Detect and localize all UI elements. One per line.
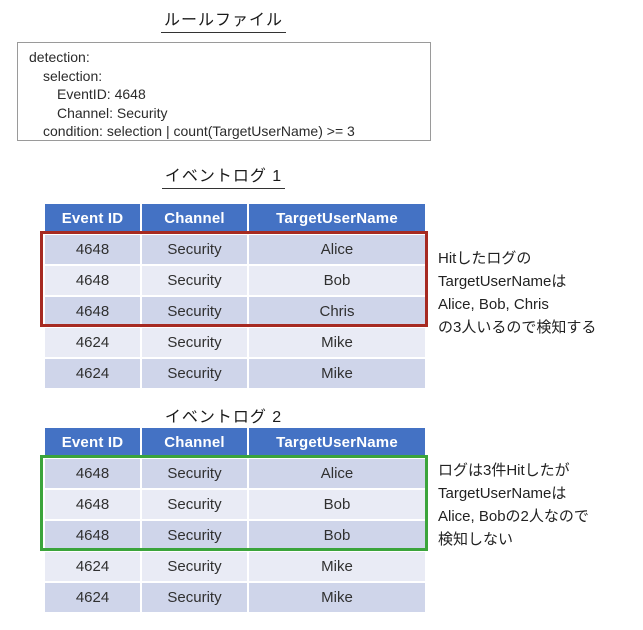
header-cell: TargetUserName bbox=[249, 428, 425, 457]
table-cell: 4648 bbox=[45, 490, 140, 519]
event-log-2-annotation: ログは3件Hitしたが TargetUserNameは Alice, Bobの2… bbox=[438, 459, 640, 551]
event-log-2-heading: イベントログ 2 bbox=[17, 403, 430, 430]
table-cell: Security bbox=[142, 490, 247, 519]
header-cell: Channel bbox=[142, 204, 247, 233]
table-cell: 4648 bbox=[45, 235, 140, 264]
header-cell: TargetUserName bbox=[249, 204, 425, 233]
table-cell: Mike bbox=[249, 583, 425, 612]
event-log-1-annotation: Hitしたログの TargetUserNameは Alice, Bob, Chr… bbox=[438, 247, 640, 339]
table-cell: 4624 bbox=[45, 328, 140, 357]
event-log-1-title: イベントログ 1 bbox=[161, 162, 286, 189]
table-cell: Security bbox=[142, 521, 247, 550]
rule-line: selection: bbox=[43, 67, 103, 84]
table-cell: 4624 bbox=[45, 359, 140, 388]
annotation-line: の3人いるので検知する bbox=[438, 319, 597, 336]
annotation-line: 検知しない bbox=[438, 531, 514, 548]
table-cell: 4648 bbox=[45, 266, 140, 295]
rule-line: detection: bbox=[29, 49, 90, 65]
event-log-1-table: Event ID Channel TargetUserName 4648 Sec… bbox=[45, 204, 425, 388]
table-cell: Bob bbox=[249, 490, 425, 519]
rule-line: Channel: Security bbox=[57, 104, 168, 121]
table-cell: Security bbox=[142, 297, 247, 326]
table-cell: 4624 bbox=[45, 583, 140, 612]
table-cell: Security bbox=[142, 359, 247, 388]
annotation-line: ログは3件Hitしたが bbox=[438, 462, 570, 479]
header-cell: Channel bbox=[142, 428, 247, 457]
table-cell: 4648 bbox=[45, 459, 140, 488]
table-cell: Security bbox=[142, 328, 247, 357]
table-cell: Chris bbox=[249, 297, 425, 326]
header-cell: Event ID bbox=[45, 428, 140, 457]
rule-line: EventID: 4648 bbox=[57, 86, 146, 102]
event-log-1-heading: イベントログ 1 bbox=[17, 162, 430, 189]
rule-file-box: detection: selection: EventID: 4648 Chan… bbox=[17, 42, 431, 141]
annotation-line: Hitしたログの bbox=[438, 250, 532, 267]
annotation-line: TargetUserNameは bbox=[438, 273, 567, 290]
event-log-2-title: イベントログ 2 bbox=[161, 403, 286, 430]
event-log-2-table: Event ID Channel TargetUserName 4648 Sec… bbox=[45, 428, 425, 612]
table-cell: 4648 bbox=[45, 297, 140, 326]
annotation-line: Alice, Bob, Chris bbox=[438, 296, 549, 313]
rule-file-heading: ルールファイル bbox=[17, 6, 430, 33]
rule-line: condition: selection | count(TargetUserN… bbox=[43, 123, 355, 139]
header-cell: Event ID bbox=[45, 204, 140, 233]
table-cell: Bob bbox=[249, 521, 425, 550]
table-cell: Mike bbox=[249, 552, 425, 581]
table-cell: Bob bbox=[249, 266, 425, 295]
annotation-line: Alice, Bobの2人なので bbox=[438, 508, 589, 525]
table-cell: 4648 bbox=[45, 521, 140, 550]
table-cell: Security bbox=[142, 583, 247, 612]
table-cell: Security bbox=[142, 235, 247, 264]
rule-file-title: ルールファイル bbox=[160, 6, 286, 33]
table-cell: 4624 bbox=[45, 552, 140, 581]
table-cell: Security bbox=[142, 266, 247, 295]
annotation-line: TargetUserNameは bbox=[438, 485, 567, 502]
table-cell: Mike bbox=[249, 359, 425, 388]
table-cell: Security bbox=[142, 459, 247, 488]
table-cell: Mike bbox=[249, 328, 425, 357]
table-cell: Security bbox=[142, 552, 247, 581]
table-cell: Alice bbox=[249, 235, 425, 264]
table-cell: Alice bbox=[249, 459, 425, 488]
